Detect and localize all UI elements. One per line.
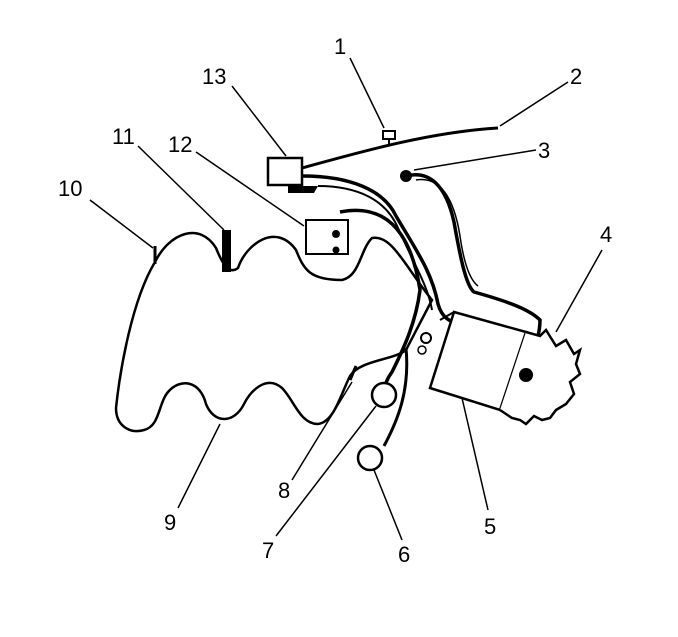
callout-2: 2 [570, 64, 582, 89]
callout-10: 10 [58, 176, 82, 201]
callout-7: 7 [262, 538, 274, 563]
harness-clip-8 [348, 365, 358, 381]
component-5-edge [439, 311, 455, 321]
harness-connector-7 [370, 381, 398, 409]
leader-10 [89, 199, 154, 249]
harness-bracket-12 [305, 219, 349, 255]
component-5-port [417, 345, 427, 355]
bracket-bolt [332, 246, 340, 254]
callout-6: 6 [398, 542, 410, 567]
leader-13 [231, 85, 287, 157]
harness-clip-11 [222, 230, 231, 272]
leader-7 [275, 405, 377, 537]
wire-to-4 [405, 173, 542, 375]
intake-manifold-outline [114, 231, 434, 433]
callout-9: 9 [164, 510, 176, 535]
leader-11 [137, 145, 225, 231]
leader-2 [499, 81, 569, 127]
callout-5: 5 [484, 514, 496, 539]
leader-5 [461, 397, 489, 511]
leader-6 [373, 469, 403, 541]
callout-1: 1 [334, 34, 346, 59]
callout-12: 12 [168, 132, 192, 157]
leader-1 [349, 57, 385, 129]
leader-lines [89, 57, 603, 541]
wire-to-6 [382, 347, 409, 447]
wire-to-2 [301, 126, 499, 170]
harness-connector-1 [382, 130, 396, 140]
harness-component-4 [499, 328, 583, 426]
harness-connector-3 [400, 170, 412, 182]
callout-13: 13 [202, 64, 226, 89]
component-4-terminal [519, 368, 533, 382]
leader-12 [195, 151, 305, 227]
leader-9 [177, 423, 221, 509]
wire-to-4-parallel [415, 178, 479, 287]
component-5-port [420, 332, 432, 344]
leader-4 [555, 249, 603, 333]
leader-8 [291, 381, 353, 481]
wire-to-7 [339, 208, 422, 393]
module-bracket [288, 186, 318, 193]
harness-connector-6 [356, 444, 384, 472]
callout-11: 11 [112, 124, 135, 149]
leader-3 [413, 149, 537, 171]
callout-4: 4 [600, 222, 612, 247]
callout-8: 8 [278, 478, 290, 503]
bracket-bolt [332, 230, 340, 238]
callout-3: 3 [538, 138, 550, 163]
harness-module-13 [266, 156, 304, 187]
